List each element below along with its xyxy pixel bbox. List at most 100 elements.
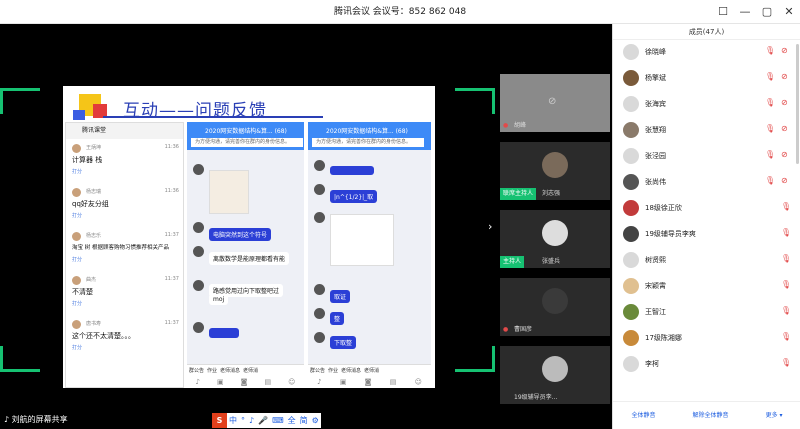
member-row[interactable]: 17级陈湘娜🎙: [613, 326, 800, 352]
video-tile[interactable]: 主持人 张盛兵: [500, 210, 610, 268]
restore-icon[interactable]: ☐: [718, 5, 728, 18]
camera-off-icon[interactable]: ⊘: [781, 150, 788, 159]
avatar: [314, 160, 325, 171]
member-scrollbar[interactable]: [796, 44, 799, 164]
member-name: 杨擎斌: [645, 74, 666, 82]
video-tile[interactable]: ● 曹国彦: [500, 278, 610, 336]
mic-muted-icon[interactable]: 🎙: [765, 124, 776, 133]
slide-decoration: [73, 110, 85, 120]
mic-muted-icon[interactable]: 🎙: [781, 332, 792, 341]
item-name: 唐书寿: [86, 321, 102, 327]
chat-tab: 群公告: [189, 368, 205, 374]
tile-name: 张盛兵: [542, 258, 561, 265]
share-frame-corner: [0, 88, 40, 114]
maximize-icon[interactable]: ▢: [761, 5, 773, 18]
video-tiles: ⊘ ● 胡峰 联席主持人 刘志强 主持人 张盛兵 ● 曹国彦 19级辅导: [500, 74, 610, 404]
chat-bubble: [330, 166, 374, 175]
member-row[interactable]: 张海宾🎙⊘: [613, 92, 800, 118]
mic-muted-icon[interactable]: 🎙: [781, 280, 792, 289]
minimize-icon[interactable]: —: [739, 5, 751, 18]
member-row[interactable]: 杨擎斌 🎙 ⊘: [613, 66, 800, 92]
unmute-all-button[interactable]: 解除全体静音: [692, 412, 729, 419]
keyboard-icon[interactable]: ⌨: [272, 416, 284, 425]
chat-image: [330, 214, 394, 266]
member-name: 19级辅导员李爽: [645, 230, 696, 238]
item-name: 曲杰: [86, 277, 97, 283]
share-owner-text: 刘航的屏幕共享: [11, 415, 68, 424]
member-row[interactable]: 张慧翔🎙⊘: [613, 118, 800, 144]
member-row[interactable]: 王智江🎙: [613, 300, 800, 326]
video-tile[interactable]: 联席主持人 刘志强: [500, 142, 610, 200]
mute-all-button[interactable]: 全体静音: [631, 412, 656, 419]
window-title: 腾讯会议 会议号：852 862 048: [333, 7, 467, 17]
member-panel-title: 成员(47人): [613, 24, 800, 40]
mic-muted-icon[interactable]: 🎙: [765, 150, 776, 159]
chat-header: 2020网安数据结构&算... (68) 为方便沟通，请完善你在群内的身份信息。: [187, 122, 304, 150]
ime-mode[interactable]: 中: [229, 416, 237, 425]
punctuation-icon[interactable]: °: [241, 416, 245, 425]
video-tile[interactable]: ⊘ ● 胡峰: [500, 74, 610, 132]
mic-muted-icon[interactable]: 🎙: [781, 358, 792, 367]
member-row[interactable]: 张泾园🎙⊘: [613, 144, 800, 170]
member-name: 张尚伟: [645, 178, 666, 186]
tile-name: 曹国彦: [514, 326, 533, 333]
mic-muted-icon[interactable]: 🎙: [781, 306, 792, 315]
camera-off-icon[interactable]: ⊘: [781, 72, 788, 81]
mic-muted-icon[interactable]: 🎙: [765, 98, 776, 107]
participant-video: [542, 356, 568, 382]
avatar: [193, 280, 204, 291]
simplified-toggle[interactable]: 简: [299, 416, 308, 425]
member-row[interactable]: 宋颖霄🎙: [613, 274, 800, 300]
mic-muted-icon[interactable]: 🎙: [765, 46, 776, 55]
mic-muted-icon[interactable]: 🎙: [781, 228, 792, 237]
member-row[interactable]: 树贤熙🎙: [613, 248, 800, 274]
chat-header: 2020网安数据结构&算... (68) 为方便沟通，请完善你在群内的身份信息。: [308, 122, 431, 150]
chat-title: 2020网安数据结构&算... (68): [326, 128, 408, 135]
avatar: [314, 332, 325, 343]
member-row[interactable]: 李柯🎙: [613, 352, 800, 378]
more-button[interactable]: 更多 ▾: [765, 412, 783, 419]
avatar: [314, 212, 325, 223]
image-icon: ▣: [339, 378, 347, 386]
fullwidth-toggle[interactable]: 全: [287, 416, 296, 425]
chat-tab: 老师消息: [341, 368, 362, 374]
member-actions: 全体静音 解除全体静音 更多 ▾: [613, 401, 800, 427]
voice-input-icon[interactable]: 🎤: [258, 416, 269, 425]
group-chat-screenshot-1: 2020网安数据结构&算... (68) 为方便沟通，请完善你在群内的身份信息。…: [187, 122, 304, 388]
ime-settings-icon[interactable]: ⚙: [311, 416, 319, 425]
ime-toolbar[interactable]: S 中 ° ♪ 🎤 ⌨ 全 简 ⚙: [212, 413, 321, 428]
skin-icon[interactable]: ♪: [249, 416, 255, 425]
member-row[interactable]: 19级辅导员李爽 🎙: [613, 222, 800, 248]
avatar: [193, 164, 204, 175]
chevron-right-icon[interactable]: ›: [488, 220, 493, 233]
chat-bubble: 路感觉用过向下取整吧过: [209, 284, 284, 297]
avatar: [623, 148, 639, 164]
avatar: [623, 356, 639, 372]
sogou-logo-icon[interactable]: S: [212, 413, 227, 428]
member-row[interactable]: 张尚伟 🎙 ⊘: [613, 170, 800, 196]
chat-tab: 老师消息: [220, 368, 241, 374]
camera-off-icon[interactable]: ⊘: [781, 46, 788, 55]
camera-off-icon[interactable]: ⊘: [781, 124, 788, 133]
item-message: 这个还不太清楚。。。: [72, 332, 135, 340]
camera-off-icon: ⊘: [548, 96, 557, 107]
close-icon[interactable]: ✕: [784, 5, 794, 18]
mic-muted-icon[interactable]: 🎙: [765, 176, 776, 185]
mic-muted-icon: ●: [503, 122, 509, 129]
mic-muted-icon[interactable]: 🎙: [781, 254, 792, 263]
chat-bubble: 离散数学是能原理都看有能: [209, 252, 290, 265]
mic-muted-icon[interactable]: 🎙: [765, 72, 776, 81]
host-badge: 主持人: [500, 256, 525, 268]
chat-tab: 作业: [328, 368, 339, 374]
camera-off-icon[interactable]: ⊘: [781, 98, 788, 107]
chat-bubble: [209, 328, 239, 338]
member-row[interactable]: 徐晓峰🎙⊘: [613, 40, 800, 66]
mic-muted-icon[interactable]: 🎙: [781, 202, 792, 211]
video-tile[interactable]: 19级辅导员李...: [500, 346, 610, 404]
share-frame-corner: [0, 346, 40, 372]
camera-icon: ◙: [240, 378, 248, 386]
camera-off-icon[interactable]: ⊘: [781, 176, 788, 185]
member-row[interactable]: 18级徐正欣🎙: [613, 196, 800, 222]
emoji-icon: ☺: [288, 378, 296, 386]
